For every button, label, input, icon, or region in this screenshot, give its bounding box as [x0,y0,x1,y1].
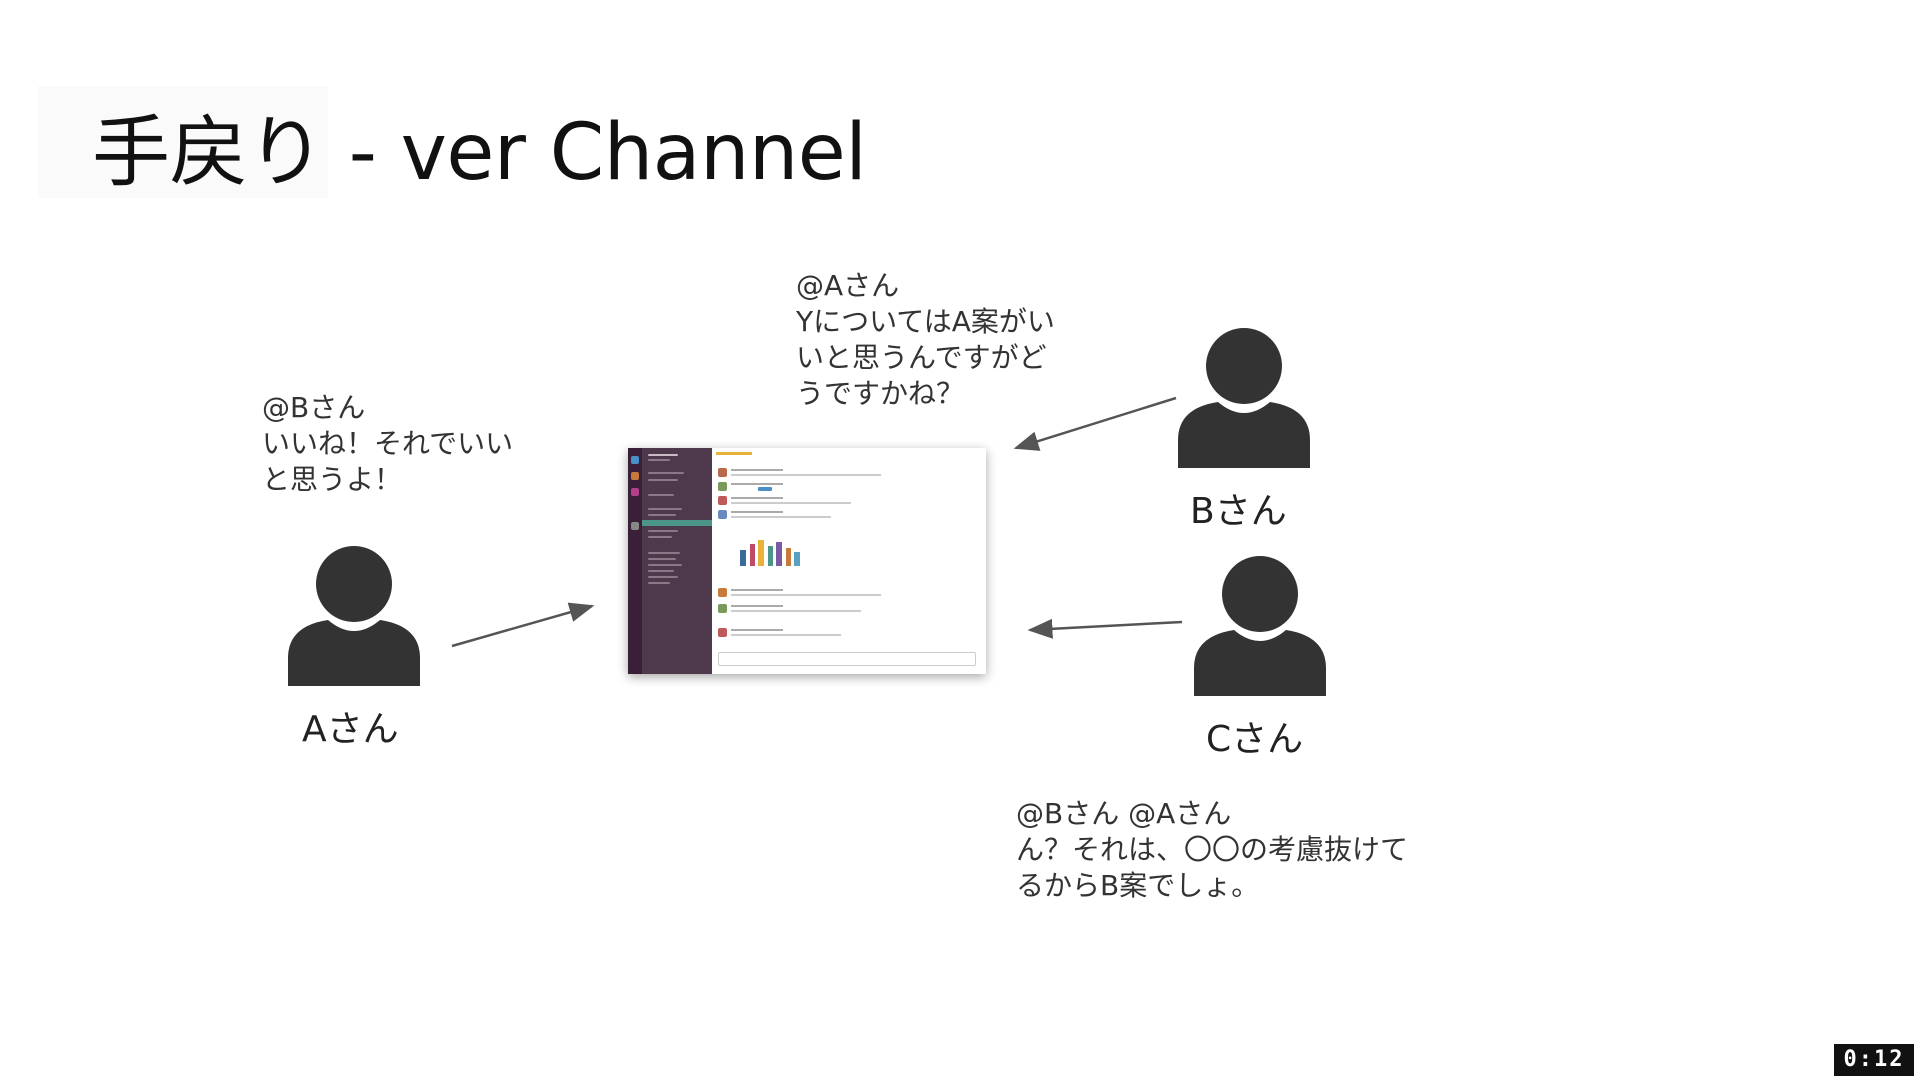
person-a-name: Aさん [302,709,399,750]
title-background [38,86,328,198]
message-c: @Bさん @Aさん ん？それは、〇〇の考慮抜けて るからB案でしょ。 [1016,797,1409,902]
arrow-c-to-channel [1027,618,1183,639]
person-c-name: Cさん [1206,719,1304,760]
arrow-a-to-channel [451,602,595,648]
slack-window-screenshot [628,448,986,674]
person-b-name: Bさん [1190,491,1287,532]
person-c-icon [1190,556,1330,696]
slack-selected-channel [642,520,712,526]
slack-channel-sidebar [642,448,712,674]
message-a: @Bさん いいね！それでいい と思うよ！ [262,391,514,496]
slack-message-input [718,652,976,666]
slack-illustration [740,540,800,566]
slide-title: 手戻り - ver Channel [92,108,867,198]
slack-message-pane [712,448,986,674]
arrow-b-to-channel [1013,396,1177,451]
video-timer: 0:12 [1834,1044,1914,1076]
person-b-icon [1174,328,1314,468]
slack-workspace-rail [628,448,642,674]
person-a-icon [284,546,424,686]
message-b: @Aさん YについてはA案がい いと思うんですがど うですかね？ [796,269,1055,410]
